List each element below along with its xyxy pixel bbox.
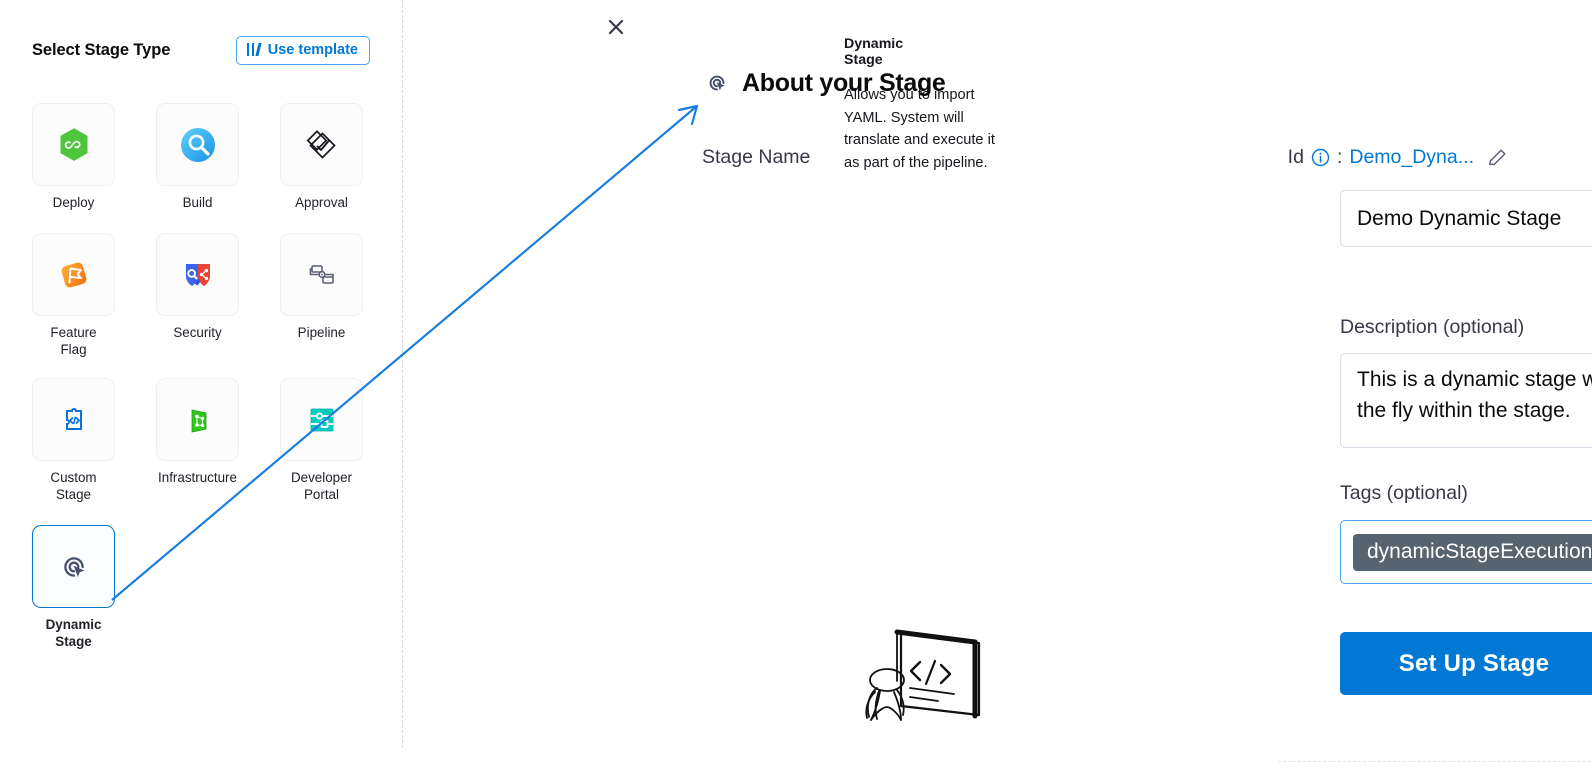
description-textarea[interactable] xyxy=(1340,353,1592,448)
stage-type-label: Deploy xyxy=(52,195,95,210)
stage-type-label: Approval xyxy=(295,195,348,210)
stage-info-panel: Dynamic Stage Allows you to import YAML.… xyxy=(403,0,995,775)
stage-tile[interactable] xyxy=(32,233,115,316)
about-your-stage-form: About your Stage Stage Name Id : Demo_Dy… xyxy=(638,0,1592,775)
infrastructure-icon xyxy=(191,409,206,432)
info-circle-icon[interactable] xyxy=(1311,148,1330,167)
stage-id-value: Demo_Dyna... xyxy=(1349,146,1474,168)
stage-id-separator: : xyxy=(1336,146,1343,168)
stage-tile[interactable] xyxy=(280,378,363,461)
template-bars-icon xyxy=(246,43,262,56)
close-icon[interactable] xyxy=(604,15,628,39)
stage-id-group: Id : Demo_Dyna... xyxy=(1288,146,1508,169)
dynamic-stage-target-cursor-icon xyxy=(63,556,84,577)
build-magnifier-icon xyxy=(180,127,215,162)
stage-tile[interactable] xyxy=(156,378,239,461)
custom-stage-puzzle-code-icon xyxy=(65,407,82,430)
stage-id-label: Id xyxy=(1287,146,1304,168)
tag-label: dynamicStageExecution xyxy=(1367,539,1592,563)
stage-tile[interactable] xyxy=(32,525,115,608)
stage-type-deploy[interactable]: Deploy xyxy=(32,103,115,211)
tag-chip[interactable]: dynamicStageExecution ✕ xyxy=(1353,533,1592,571)
stage-name-row: Stage Name Id : Demo_Dyna... xyxy=(702,146,1508,169)
stage-tile[interactable] xyxy=(280,233,363,316)
stage-type-grid: Deploy xyxy=(32,103,372,660)
approval-check-diamond-icon xyxy=(306,129,336,159)
tags-label: Tags (optional) xyxy=(1340,482,1468,504)
page-title: Select Stage Type xyxy=(32,40,171,59)
person-presenting-code-screen-illustration xyxy=(865,629,981,721)
feature-flag-icon xyxy=(61,262,86,287)
stage-type-panel-header: Select Stage Type Use template xyxy=(32,35,370,65)
stage-tile[interactable] xyxy=(156,103,239,186)
stage-type-label: Infrastructure xyxy=(158,470,237,485)
pencil-edit-icon[interactable] xyxy=(1486,147,1508,169)
stage-type-infrastructure[interactable]: Infrastructure xyxy=(156,378,239,503)
stage-type-label: Build xyxy=(182,195,213,210)
stage-type-build[interactable]: Build xyxy=(156,103,239,211)
stage-name-input[interactable] xyxy=(1340,190,1592,247)
stage-type-approval[interactable]: Approval xyxy=(280,103,363,211)
stage-tile[interactable] xyxy=(156,233,239,316)
stage-name-label: Stage Name xyxy=(702,146,811,168)
section-heading: About your Stage xyxy=(742,68,946,97)
deploy-hexagon-infinity-icon xyxy=(60,127,87,161)
stage-type-row: Deploy xyxy=(32,103,372,211)
description-label: Description (optional) xyxy=(1340,316,1525,338)
security-shields-icon xyxy=(185,263,210,286)
bottom-divider xyxy=(1278,761,1592,762)
stage-tile[interactable] xyxy=(32,103,115,186)
stage-type-label: Pipeline xyxy=(297,325,346,340)
tags-input[interactable]: dynamicStageExecution ✕ xyxy=(1340,520,1592,584)
stage-tile[interactable] xyxy=(32,378,115,461)
info-panel-title: Dynamic Stage xyxy=(844,36,904,68)
stage-type-panel: Select Stage Type Use template Deploy xyxy=(0,0,402,775)
stage-tile[interactable] xyxy=(280,103,363,186)
developer-portal-icon xyxy=(310,408,333,431)
stage-type-label: Security xyxy=(173,325,222,340)
dynamic-stage-target-cursor-icon xyxy=(709,75,725,91)
info-panel-description: Allows you to import YAML. System will t… xyxy=(844,87,995,171)
use-template-label: Use template xyxy=(267,41,358,58)
set-up-stage-button[interactable]: Set Up Stage xyxy=(1340,632,1592,695)
pipeline-nodes-icon xyxy=(309,264,334,284)
about-heading-row: About your Stage xyxy=(702,68,946,98)
use-template-button[interactable]: Use template xyxy=(235,35,370,65)
stage-type-security[interactable]: Security xyxy=(156,233,239,358)
stage-type-pipeline[interactable]: Pipeline xyxy=(280,233,363,358)
